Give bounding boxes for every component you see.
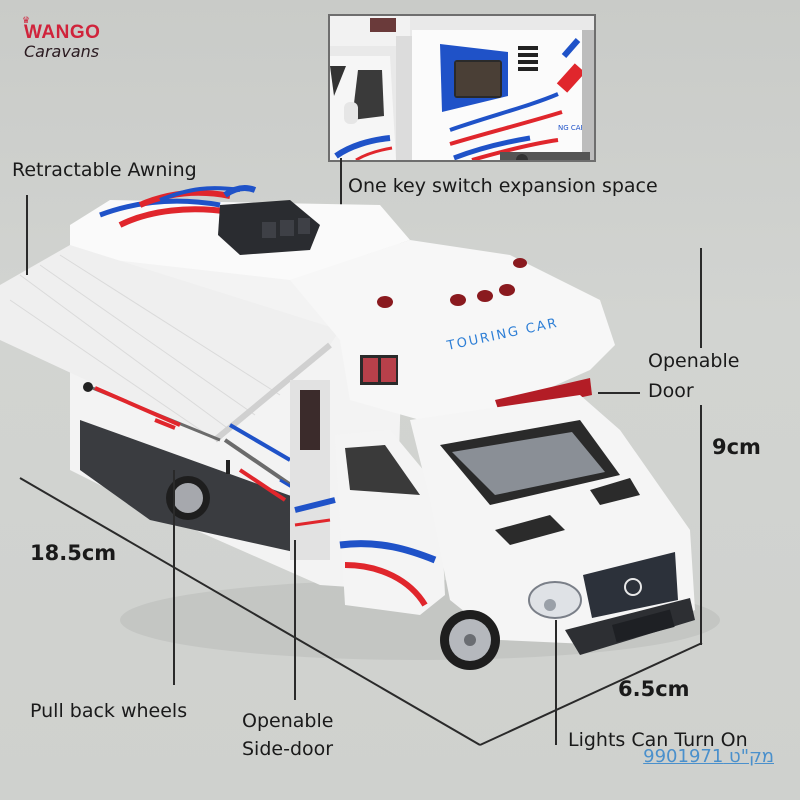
height-dimension-line-bottom — [700, 405, 702, 645]
lights-leader-line — [555, 620, 557, 745]
side-door-label-line2: Side-door — [242, 738, 334, 760]
door-leader-line — [598, 392, 640, 394]
sku-link[interactable]: מק"ט 9901971 — [643, 746, 774, 767]
door-label-line2: Door — [648, 380, 694, 402]
side-door-label-line1: Openable — [242, 710, 334, 732]
awning-leader-line — [26, 195, 28, 275]
expansion-inset-photo: NG CAR — [328, 14, 596, 162]
awning-label: Retractable Awning — [12, 159, 197, 181]
wheels-label: Pull back wheels — [30, 700, 188, 722]
logo-wordmark-top: WANGO — [24, 22, 101, 43]
width-dimension-label: 6.5cm — [618, 677, 690, 701]
lights-label: Lights Can Turn On — [568, 729, 748, 751]
door-label-line1: Openable — [648, 350, 740, 372]
length-dimension-label: 18.5cm — [30, 541, 117, 565]
height-dimension-label: 9cm — [712, 435, 761, 459]
brand-logo: ♛ WANGO Caravans — [22, 16, 101, 62]
expansion-leader-line — [340, 158, 342, 218]
side-door-leader-line — [294, 540, 296, 700]
expansion-label: One key switch expansion space — [348, 175, 658, 197]
inset-illustration: NG CAR — [330, 16, 594, 160]
crown-icon: ♛ — [22, 16, 31, 26]
logo-wordmark-bottom: Caravans — [24, 42, 100, 61]
svg-text:NG CAR: NG CAR — [558, 124, 586, 132]
wheels-leader-line — [173, 470, 175, 685]
height-dimension-line-top — [700, 248, 702, 348]
